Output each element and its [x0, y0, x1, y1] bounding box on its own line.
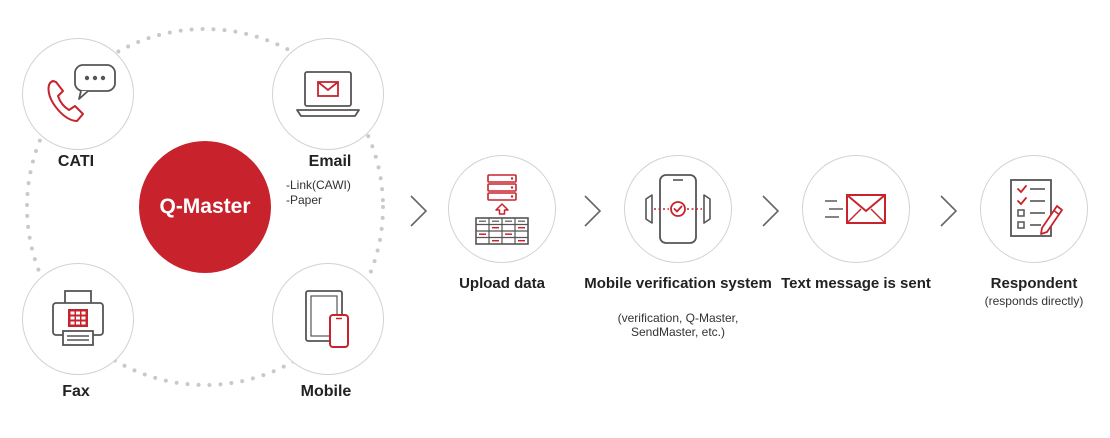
mobile-verification-circle [624, 155, 732, 263]
chevron-right-icon [762, 195, 780, 227]
step-label-upload-data: Upload data [459, 275, 545, 292]
step-sub-mobile-verification-2: SendMaster, etc.) [630, 325, 726, 339]
chevron-right-icon [584, 195, 602, 227]
step-label-text-message: Text message is sent [781, 275, 931, 292]
respondent-circle [980, 155, 1088, 263]
server-upload-icon [475, 174, 529, 245]
chevron-right-icon [940, 195, 958, 227]
cati-label: CATI [57, 153, 95, 170]
cati-circle [22, 38, 134, 150]
phone-chat-icon [47, 64, 116, 122]
mobile-label: Mobile [300, 383, 352, 400]
checklist-pen-icon [1010, 179, 1063, 237]
step-sub-respondent: (responds directly) [984, 294, 1084, 308]
step-label-respondent: Respondent [990, 275, 1078, 292]
tablet-phone-icon [305, 290, 349, 348]
step-label-mobile-verification: Mobile verification system [584, 275, 772, 292]
q-master-label: Q-Master [159, 195, 251, 218]
fax-machine-icon [52, 290, 104, 346]
email-sub-paper: -Paper [286, 193, 323, 207]
email-circle [272, 38, 384, 150]
envelope-send-icon [825, 194, 886, 224]
email-label: Email [308, 153, 352, 170]
upload-data-circle [448, 155, 556, 263]
chevron-right-icon [410, 195, 428, 227]
phone-verify-icon [645, 174, 711, 244]
email-sub-link: -Link(CAWI) [286, 178, 351, 192]
step-sub-mobile-verification-1: (verification, Q-Master, [617, 311, 739, 325]
mobile-circle [272, 263, 384, 375]
fax-label: Fax [62, 383, 90, 400]
text-message-circle [802, 155, 910, 263]
laptop-mail-icon [296, 71, 360, 117]
fax-circle [22, 263, 134, 375]
q-master-hub: Q-Master [139, 141, 271, 273]
